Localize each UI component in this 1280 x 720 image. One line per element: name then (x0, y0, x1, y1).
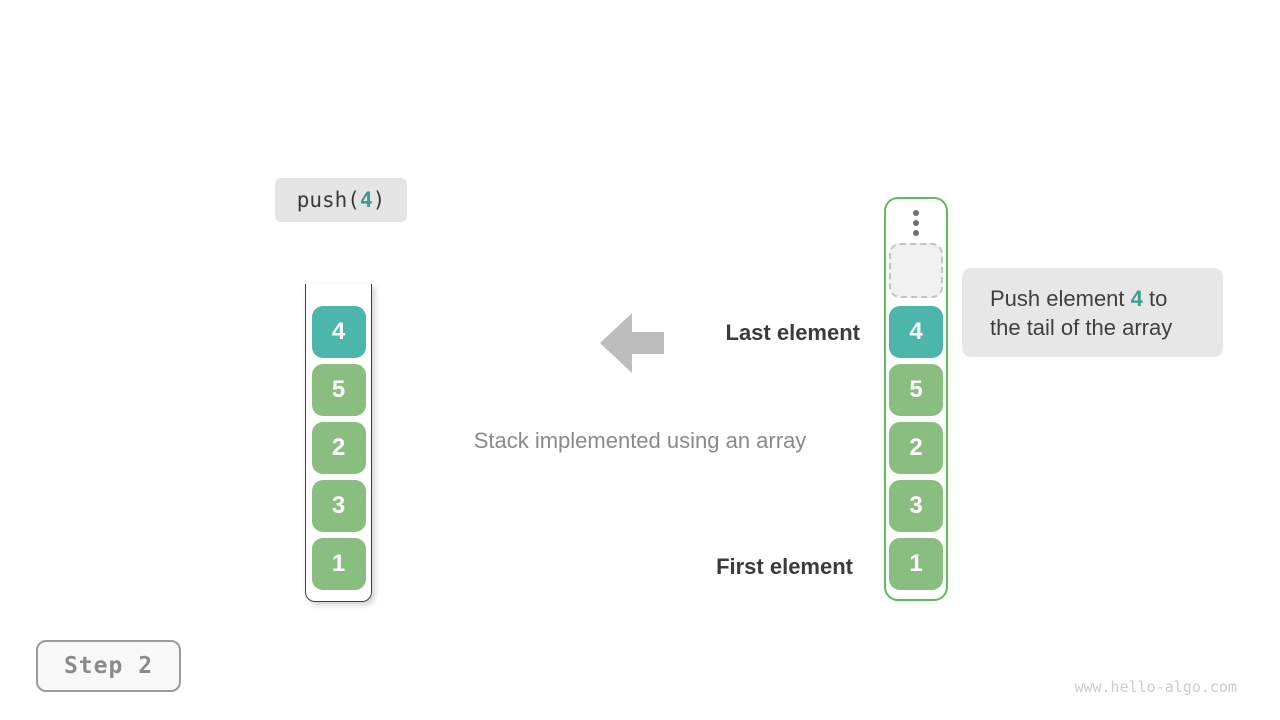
stack-cell: 1 (311, 538, 366, 590)
stack-cell: 3 (311, 480, 366, 532)
vertical-ellipsis-icon (913, 210, 919, 236)
left-arrow-icon (600, 313, 664, 373)
operation-prefix: push( (296, 188, 360, 212)
stack-cell: 5 (311, 364, 366, 416)
tooltip-highlight-value: 4 (1130, 285, 1143, 311)
tooltip: Push element 4 to the tail of the array (962, 268, 1223, 357)
stack-container: 4 5 2 3 1 (305, 284, 372, 602)
tooltip-line2: the tail of the array (990, 314, 1173, 340)
step-badge: Step 2 (36, 640, 181, 692)
array-cell: 5 (889, 364, 943, 416)
operation-suffix: ) (372, 188, 386, 212)
array-cells: 4 5 2 3 1 (889, 306, 943, 590)
last-element-label: Last element (725, 320, 861, 345)
array-container: 4 5 2 3 1 (884, 197, 948, 601)
empty-slot (889, 243, 943, 298)
array-cell: 1 (889, 538, 943, 590)
array-cell: 2 (889, 422, 943, 474)
watermark: www.hello-algo.com (1074, 678, 1237, 696)
stack-cell-top: 4 (311, 306, 366, 358)
operation-argument: 4 (359, 188, 373, 212)
stack-cell: 2 (311, 422, 366, 474)
operation-label: push(4) (275, 178, 407, 222)
array-cell-pushed: 4 (889, 306, 943, 358)
first-element-label: First element (716, 554, 853, 579)
caption: Stack implemented using an array (473, 428, 807, 453)
tooltip-line1: Push element 4 to (990, 285, 1168, 311)
array-cell: 3 (889, 480, 943, 532)
